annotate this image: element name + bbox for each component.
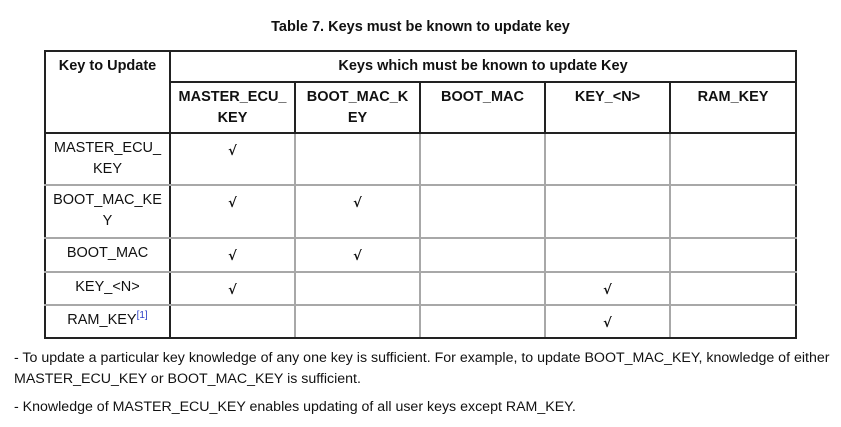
row-key-boot-mac: BOOT_MAC [44,237,171,273]
checkmark-icon: √ [228,249,237,264]
header-group-label: Keys which must be known to update Key [168,50,798,83]
row-key-boot-mac-key: BOOT_MAC_KE Y [44,184,171,239]
check-cell [544,184,671,239]
header-key-to-update: Key to Update [44,50,171,134]
table-caption: Table 7. Keys must be known to update ke… [271,19,570,35]
row-key-label: RAM_KEY [67,312,137,328]
check-cell [419,271,546,306]
checkmark-icon: √ [228,144,237,159]
header-ram-key: RAM_KEY [668,81,798,134]
check-cell [419,184,546,239]
footnote-link[interactable]: [1] [136,310,148,322]
checkmark-icon: √ [603,316,612,331]
check-cell [419,237,546,273]
table-row: KEY_<N> √ √ [44,271,798,306]
check-cell [544,237,671,273]
check-cell [169,304,296,339]
check-cell: √ [169,184,296,239]
row-key-master-ecu-key: MASTER_ECU_ KEY [44,132,171,186]
check-cell [419,132,546,186]
header-master-ecu-key: MASTER_ECU_ KEY [169,81,296,134]
row-key-key-n: KEY_<N> [44,271,171,306]
check-cell: √ [544,304,671,339]
table-row: MASTER_ECU_ KEY √ [44,132,798,186]
keys-table: Key to Update Keys which must be known t… [44,50,798,339]
check-cell: √ [294,184,421,239]
table-row: BOOT_MAC_KE Y √ √ [44,184,798,239]
header-row-group: Key to Update Keys which must be known t… [44,50,798,134]
header-row-columns: MASTER_ECU_ KEY BOOT_MAC_K EY BOOT_MAC K… [45,81,798,134]
header-boot-mac: BOOT_MAC [419,81,546,134]
checkmark-icon: √ [353,249,362,264]
check-cell [544,132,671,186]
checkmark-icon: √ [353,196,362,211]
check-cell [294,132,421,186]
check-cell [419,304,546,339]
checkmark-icon: √ [603,283,612,298]
check-cell [294,304,421,339]
check-cell [668,237,798,273]
checkmark-icon: √ [228,283,237,298]
check-cell: √ [169,237,296,273]
table-row: BOOT_MAC √ √ [44,237,798,273]
check-cell: √ [169,132,296,186]
check-cell [668,132,798,186]
note-paragraph: - Knowledge of MASTER_ECU_KEY enables up… [14,399,576,415]
row-key-ram-key: RAM_KEY[1] [44,304,171,339]
check-cell [668,304,798,339]
check-cell: √ [169,271,296,306]
header-boot-mac-key: BOOT_MAC_K EY [294,81,421,134]
check-cell [668,184,798,239]
header-key-n: KEY_<N> [544,81,671,134]
note-paragraph: - To update a particular key knowledge o… [14,350,830,387]
check-cell: √ [294,237,421,273]
check-cell [294,271,421,306]
check-cell: √ [544,271,671,306]
table-row: RAM_KEY[1] √ [44,304,798,339]
checkmark-icon: √ [228,196,237,211]
check-cell [668,271,798,306]
